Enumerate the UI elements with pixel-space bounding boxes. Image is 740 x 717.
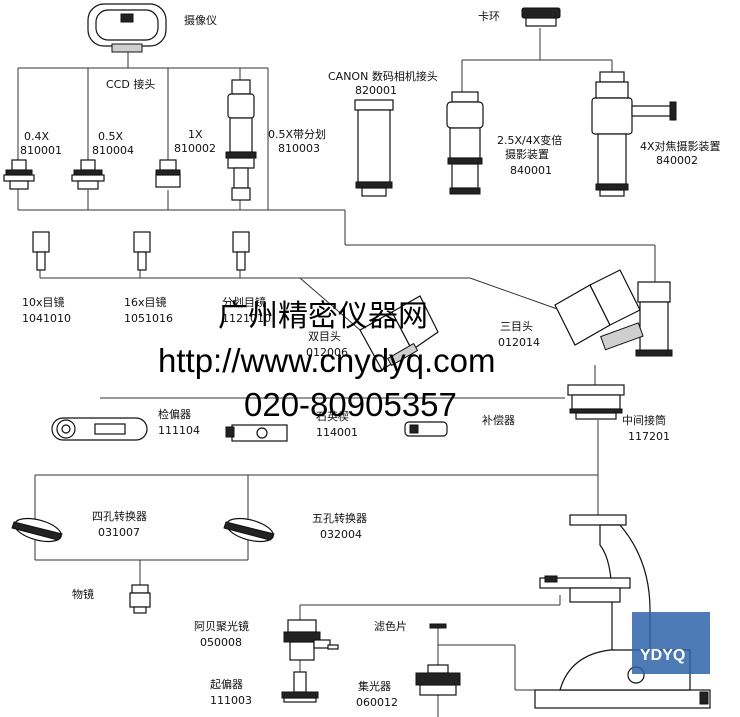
middle-tube-icon bbox=[567, 384, 625, 420]
ep-reticle-label: 分划目镜 bbox=[222, 295, 266, 309]
abbe-condenser-icon bbox=[283, 619, 339, 661]
polarizer-label: 起偏器 bbox=[210, 677, 243, 691]
ccd-adapter-reticle-icon bbox=[225, 79, 257, 201]
abbe-code: 050008 bbox=[200, 636, 242, 649]
watermark: 广州精密仪器网 http://www.cnydyq.com 020-809053… bbox=[158, 299, 495, 423]
nosepiece-5-code: 032004 bbox=[320, 528, 362, 541]
camera-icon bbox=[87, 3, 167, 53]
polarizer-code: 111003 bbox=[210, 694, 252, 707]
objective-label: 物镜 bbox=[72, 587, 94, 601]
zoom-photo-label: 2.5X/4X变倍 bbox=[497, 133, 562, 147]
ccd-reticle-label: 0.5X带分划 bbox=[268, 128, 326, 141]
nosepiece-5-hole-icon bbox=[223, 517, 275, 543]
ccd-04x-label: 0.4X bbox=[24, 130, 49, 143]
canon-label: CANON 数码相机接头 bbox=[328, 69, 438, 83]
clamp-ring-label: 卡环 bbox=[478, 10, 500, 23]
connection-lines bbox=[17, 28, 656, 717]
ccd-adapter-04x-icon bbox=[3, 159, 35, 190]
trino-head-label: 三目头 bbox=[500, 320, 533, 333]
nosepiece-4-hole-icon bbox=[11, 517, 63, 543]
zoom-photo-device-icon bbox=[446, 91, 484, 195]
polarizer-icon bbox=[281, 671, 319, 703]
ep-10x-code: 1041010 bbox=[22, 312, 71, 325]
ccd-05x-label: 0.5X bbox=[98, 130, 123, 143]
watermark-company: 广州精密仪器网 bbox=[218, 299, 428, 334]
zoom-photo-code: 840001 bbox=[510, 164, 552, 177]
analyzer-label: 检偏器 bbox=[158, 407, 191, 421]
compensator-label: 补偿器 bbox=[482, 413, 515, 427]
bino-head-label: 双目头 bbox=[308, 330, 341, 343]
logo-text: YDYQ bbox=[640, 647, 685, 664]
ep-10x-label: 10x目镜 bbox=[22, 295, 65, 309]
eyepiece-reticle-icon bbox=[232, 231, 250, 271]
eyepiece-16x-icon bbox=[133, 231, 151, 271]
ccd-04x-code: 810001 bbox=[20, 144, 62, 157]
ydyq-logo: YDYQ bbox=[632, 612, 710, 674]
compensator-icon bbox=[404, 421, 448, 437]
ccd-adapter-05x-icon bbox=[71, 159, 105, 190]
middle-tube-label: 中间接筒 bbox=[622, 413, 666, 427]
microscope-stand-icon bbox=[534, 514, 711, 709]
condenser-label: 集光器 bbox=[358, 679, 391, 693]
watermark-phone: 020-80905357 bbox=[244, 386, 457, 423]
focus-photo-label: 4X对焦摄影装置 bbox=[640, 139, 721, 153]
objective-icon bbox=[129, 584, 151, 614]
camera-label: 摄像仪 bbox=[184, 13, 217, 27]
zoom-photo-label2: 摄影装置 bbox=[505, 147, 549, 161]
ccd-reticle-code: 810003 bbox=[278, 142, 320, 155]
canon-code: 820001 bbox=[355, 84, 397, 97]
nosepiece-5-label: 五孔转换器 bbox=[312, 511, 367, 525]
eyepiece-10x-icon bbox=[32, 231, 50, 271]
nosepiece-4-label: 四孔转换器 bbox=[92, 509, 147, 523]
trinocular-head-icon bbox=[554, 269, 673, 357]
ep-16x-code: 1051016 bbox=[124, 312, 173, 325]
filter-label: 滤色片 bbox=[374, 619, 407, 633]
focus-photo-device-icon bbox=[591, 71, 677, 197]
ccd-1x-code: 810002 bbox=[174, 142, 216, 155]
focus-photo-code: 840002 bbox=[656, 154, 698, 167]
quartz-wedge-label: 石英楔 bbox=[316, 409, 349, 423]
middle-tube-code: 117201 bbox=[628, 430, 670, 443]
clamp-ring-icon bbox=[521, 7, 561, 27]
quartz-wedge-code: 114001 bbox=[316, 426, 358, 439]
ccd-adapter-1x-icon bbox=[155, 159, 181, 188]
condenser-code: 060012 bbox=[356, 696, 398, 709]
ccd-05x-code: 810004 bbox=[92, 144, 134, 157]
analyzer-icon bbox=[51, 417, 148, 441]
ccd-label: CCD 接头 bbox=[106, 78, 155, 91]
ep-reticle-code: 1121010 bbox=[222, 312, 271, 325]
filter-icon bbox=[429, 623, 447, 629]
ep-16x-label: 16x目镜 bbox=[124, 295, 167, 309]
analyzer-code: 111104 bbox=[158, 424, 200, 437]
watermark-url: http://www.cnydyq.com bbox=[158, 342, 495, 379]
quartz-wedge-icon bbox=[225, 424, 288, 442]
nosepiece-4-code: 031007 bbox=[98, 526, 140, 539]
collector-icon bbox=[415, 664, 461, 696]
canon-adapter-icon bbox=[354, 99, 394, 197]
bino-head-code: 012006 bbox=[306, 346, 348, 359]
trino-head-code: 012014 bbox=[498, 336, 540, 349]
ccd-1x-label: 1X bbox=[188, 128, 203, 141]
binocular-head-icon bbox=[359, 295, 439, 371]
abbe-label: 阿贝聚光镜 bbox=[194, 619, 249, 633]
